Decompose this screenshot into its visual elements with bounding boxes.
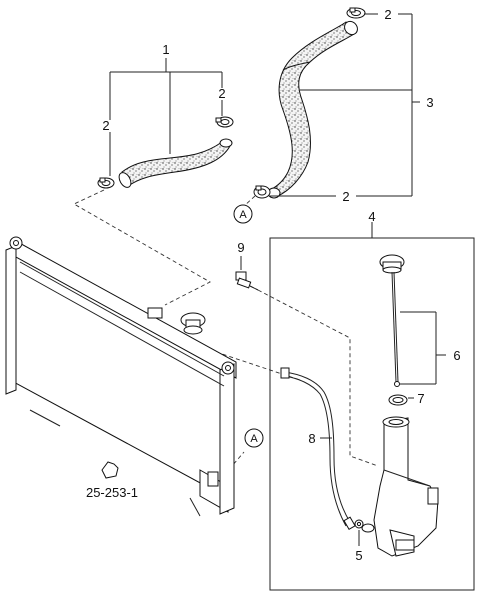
- connector-a-bottom-label: A: [250, 433, 258, 445]
- overflow-tube: [280, 367, 356, 531]
- callout-4: 4: [368, 209, 375, 224]
- callout-5: 5: [355, 548, 362, 563]
- callout-3: 3: [426, 95, 433, 110]
- hose-clamp-upper-top: [346, 7, 366, 19]
- hose-clamp-upper-bottom: [253, 185, 271, 199]
- reference-label: 25-253-1: [86, 485, 138, 500]
- leader-lines-top: [109, 13, 420, 197]
- reservoir-cap-dipstick: [379, 254, 446, 387]
- hose-clip: [354, 519, 364, 546]
- mounting-bolt: [235, 256, 259, 291]
- hose-clamp-lower-right: [215, 116, 234, 128]
- reservoir-group-frame: [269, 222, 475, 591]
- callout-7: 7: [417, 391, 424, 406]
- callout-1: 1: [162, 42, 169, 57]
- reservoir-seal: [388, 394, 414, 406]
- radiator-cap: [180, 312, 206, 335]
- callout-6: 6: [453, 348, 460, 363]
- reservoir-tank: [361, 416, 439, 557]
- connector-a-top: A: [233, 204, 253, 224]
- reference-icon: [101, 461, 119, 479]
- callout-2-right: 2: [218, 86, 225, 101]
- callout-8: 8: [308, 431, 315, 446]
- callout-2-bottom: 2: [342, 189, 349, 204]
- radiator: [5, 236, 237, 517]
- upper-hose: [267, 20, 358, 199]
- callout-2-left: 2: [102, 118, 109, 133]
- callout-2-top: 2: [384, 7, 391, 22]
- connector-a-top-label: A: [239, 209, 247, 221]
- lower-hose: [118, 138, 233, 188]
- hose-clamp-lower-left: [97, 177, 115, 189]
- connector-a-bottom: A: [244, 428, 264, 448]
- callout-9: 9: [237, 240, 244, 255]
